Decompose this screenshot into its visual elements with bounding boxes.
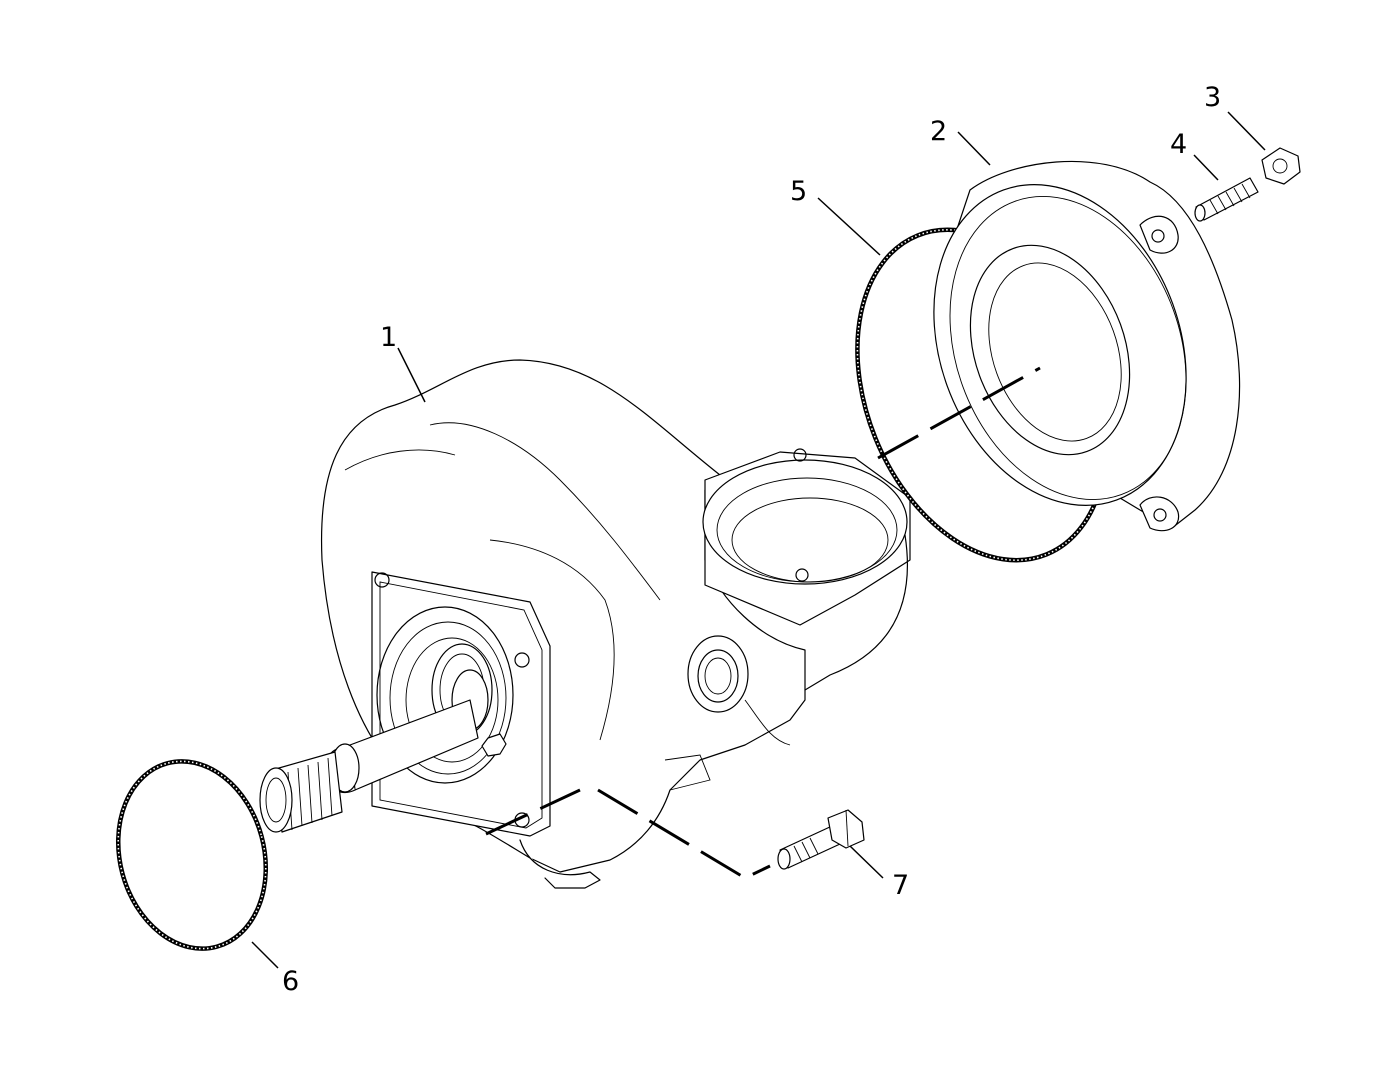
callout-4: 4 xyxy=(1170,129,1187,160)
callout-1: 1 xyxy=(380,322,397,353)
stud xyxy=(1194,177,1259,222)
cover-plate xyxy=(933,160,1241,532)
callout-5: 5 xyxy=(790,176,807,207)
callout-3: 3 xyxy=(1204,82,1221,113)
callout-labels: 1 2 3 4 5 6 7 xyxy=(282,82,1221,997)
callout-2: 2 xyxy=(930,116,947,147)
pump-housing xyxy=(259,359,911,889)
callout-6: 6 xyxy=(282,966,299,997)
center-lines xyxy=(485,366,1041,880)
small-o-ring-gasket xyxy=(115,759,269,951)
leader-lines xyxy=(251,111,1266,969)
hex-bolt xyxy=(777,809,865,870)
hex-nut xyxy=(1261,147,1301,185)
callout-7: 7 xyxy=(892,870,909,901)
